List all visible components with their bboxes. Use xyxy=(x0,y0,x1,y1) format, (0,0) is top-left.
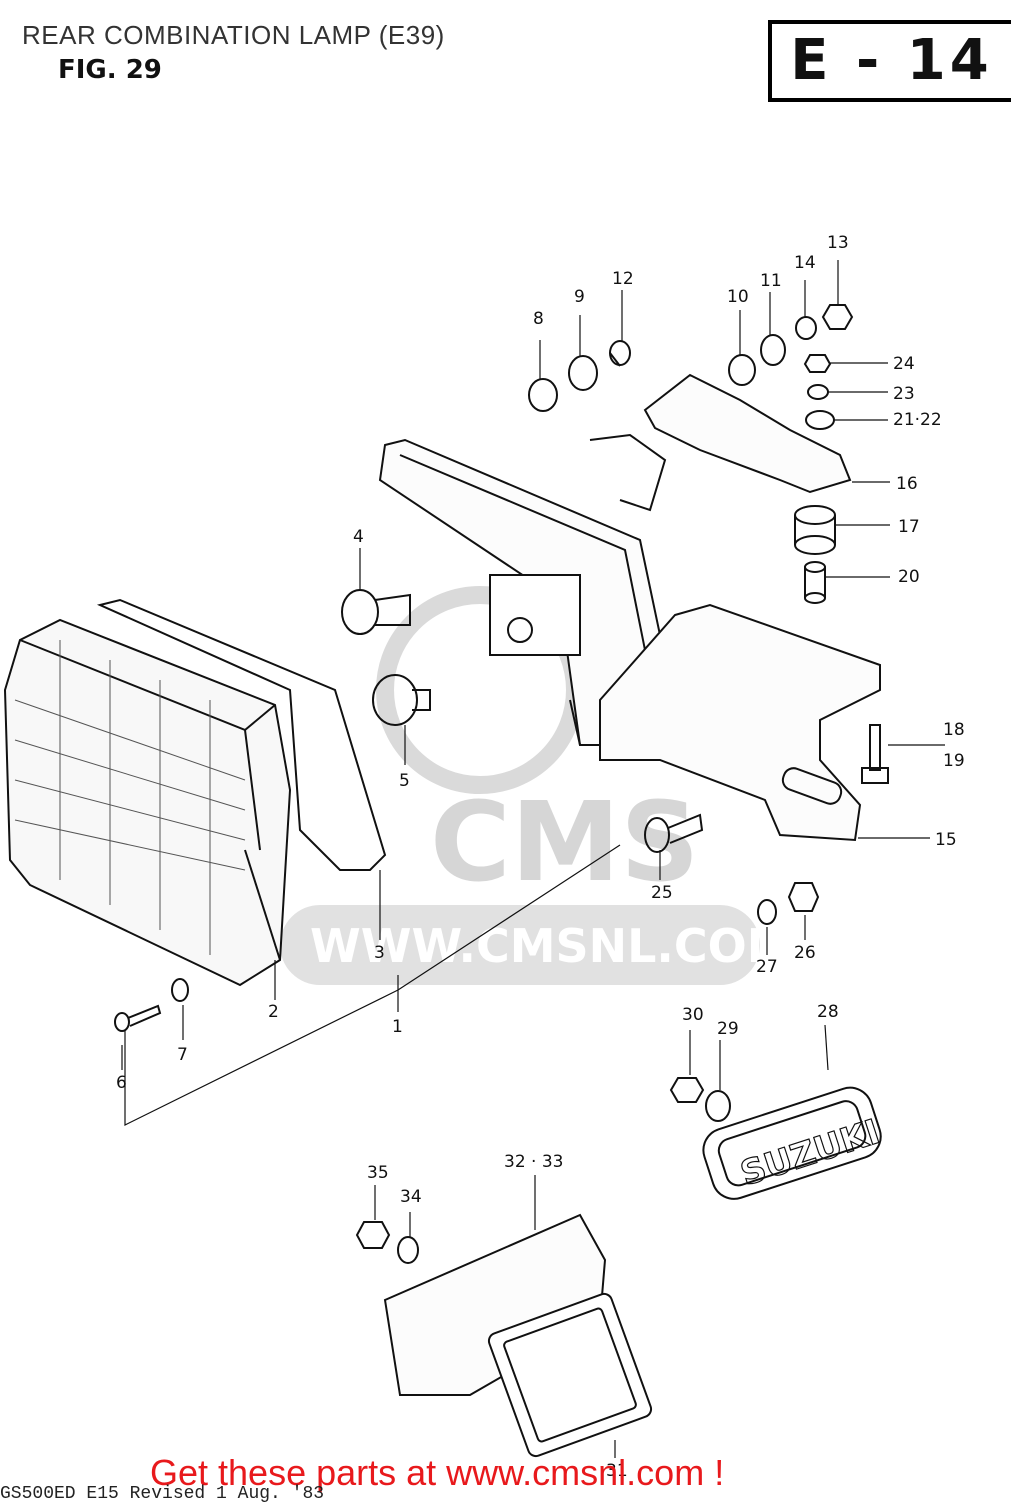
part-callout-14: 14 xyxy=(794,253,816,273)
part-callout-6: 6 xyxy=(116,1073,127,1093)
part-callout-34: 34 xyxy=(400,1187,422,1207)
housing-part-1 xyxy=(378,433,682,746)
part-callout-17: 17 xyxy=(898,517,920,537)
part-callout-13: 13 xyxy=(827,233,849,253)
screw-part-25 xyxy=(644,813,704,853)
diagram-title: REAR COMBINATION LAMP (E39) xyxy=(22,20,445,50)
watermark-url: WWW.CMSNL.COM xyxy=(310,919,793,973)
part-callout-26: 26 xyxy=(794,943,816,963)
part-callout-5: 5 xyxy=(399,771,410,791)
revision-note: GS500ED E15 Revised 1 Aug. '83 xyxy=(0,1484,325,1504)
bulb-part-5 xyxy=(372,674,431,726)
washer-part-34 xyxy=(397,1236,419,1264)
section-code: E - 14 xyxy=(768,20,1011,102)
washer-part-27 xyxy=(757,899,777,925)
part-callout-23: 23 xyxy=(893,384,915,404)
part-callout-9: 9 xyxy=(574,287,585,307)
washer-part-7 xyxy=(171,978,189,1002)
part-callout-15: 15 xyxy=(935,830,957,850)
lens-part-2 xyxy=(3,618,292,987)
leader-lines xyxy=(121,260,945,1458)
watermark: CMS WWW.CMSNL.COM xyxy=(280,586,793,985)
part-callout-19: 19 xyxy=(943,751,965,771)
part-callout-20: 20 xyxy=(898,567,920,587)
cushion-part-17 xyxy=(794,505,836,555)
part-callout-35: 35 xyxy=(367,1163,389,1183)
washer-part-8 xyxy=(528,378,558,412)
part-callout-16: 16 xyxy=(896,474,918,494)
nut-part-13 xyxy=(821,304,854,330)
part-callout-31: 31 xyxy=(606,1461,628,1481)
washer-part-23 xyxy=(807,384,829,400)
part-callout-8: 8 xyxy=(533,309,544,329)
screw-part-6 xyxy=(114,1004,162,1032)
washer-part-29 xyxy=(705,1090,731,1122)
washer-part-9 xyxy=(568,355,598,391)
collar-part-12 xyxy=(609,340,631,367)
washer-part-11 xyxy=(760,334,786,366)
bolt-part-18-19 xyxy=(861,724,889,784)
washer-part-10 xyxy=(728,354,756,386)
gasket-part-3 xyxy=(96,598,387,871)
washer-part-14 xyxy=(795,316,817,340)
part-callout-24: 24 xyxy=(893,354,915,374)
part-callout-11: 11 xyxy=(760,271,782,291)
part-callout-32-33: 32 · 33 xyxy=(504,1152,563,1172)
part-callout-29: 29 xyxy=(717,1019,739,1039)
part-callout-1: 1 xyxy=(392,1017,403,1037)
watermark-brand: CMS xyxy=(430,778,699,906)
part-callout-25: 25 xyxy=(651,883,673,903)
part-callout-3: 3 xyxy=(374,943,385,963)
figure-number: FIG. 29 xyxy=(58,55,162,85)
part-callout-4: 4 xyxy=(353,527,364,547)
footer-cta-link[interactable]: Get these parts at www.cmsnl.com ! xyxy=(150,1452,725,1493)
part-callout-10: 10 xyxy=(727,287,749,307)
part-callout-7: 7 xyxy=(177,1045,188,1065)
bracket-part-15 xyxy=(599,603,881,842)
nut-part-30 xyxy=(669,1077,705,1103)
nut-part-24 xyxy=(803,354,832,373)
bracket-part-16 xyxy=(643,373,852,494)
part-callout-2: 2 xyxy=(268,1002,279,1022)
part-callout-21-22: 21·22 xyxy=(893,410,942,430)
washer-part-21-22 xyxy=(805,410,835,430)
part-callout-18: 18 xyxy=(943,720,965,740)
part-callout-27: 27 xyxy=(756,957,778,977)
part-callout-28: 28 xyxy=(817,1002,839,1022)
part-callout-30: 30 xyxy=(682,1005,704,1025)
nut-part-35 xyxy=(355,1221,391,1249)
lens-part-31 xyxy=(487,1292,653,1458)
collar-part-20 xyxy=(804,561,826,604)
part-callout-12: 12 xyxy=(612,269,634,289)
nut-part-26 xyxy=(787,882,820,912)
emblem-part-28 xyxy=(702,1086,882,1200)
